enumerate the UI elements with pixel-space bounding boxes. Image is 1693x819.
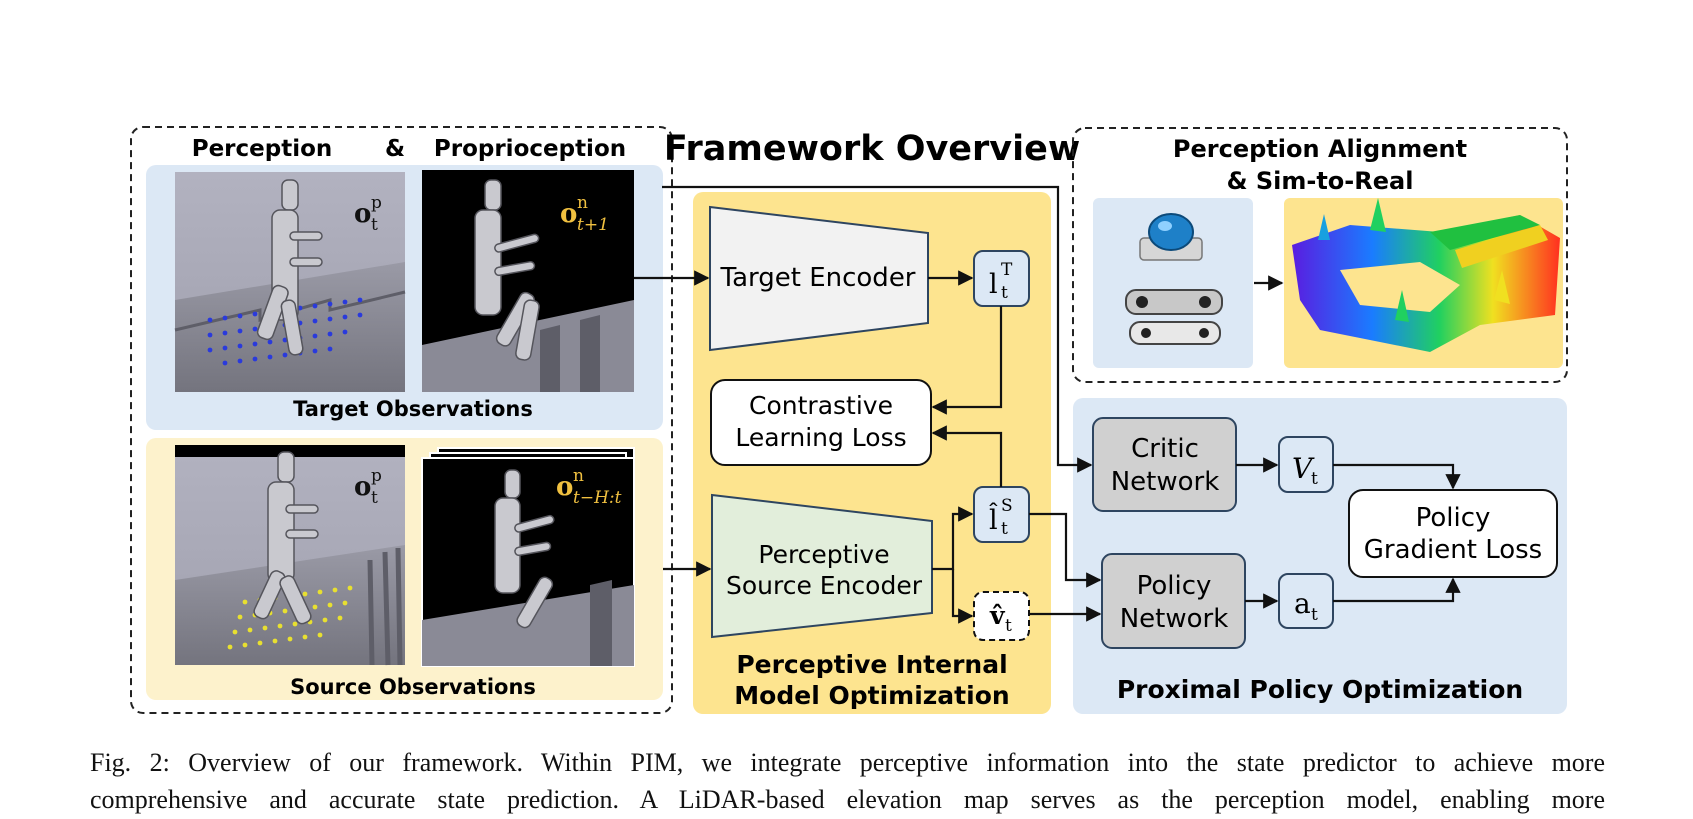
perception-label: Perception (192, 136, 333, 162)
figure-caption: Fig. 2: Overview of our framework. Withi… (90, 744, 1605, 818)
caption-line-2: comprehensive and accurate state predict… (90, 785, 1605, 814)
critic-network-label-2: Network (1111, 467, 1220, 497)
action-symbol: a t (1294, 587, 1318, 625)
policy-gradient-loss-label-2: Gradient Loss (1364, 535, 1542, 565)
page-title: Framework Overview (664, 129, 1080, 169)
svg-text:o: o (560, 199, 577, 229)
arrow-encoder-to-source-latent (932, 506, 974, 571)
depth-camera-icon (1125, 289, 1223, 345)
critic-network-node (1092, 417, 1237, 512)
svg-text:n: n (573, 466, 584, 486)
lidar-sensor-icon (1139, 213, 1203, 261)
target-exteroceptive-symbol: o n t+1 (560, 193, 609, 235)
source-encoder-node (711, 493, 933, 639)
svg-text:t: t (1311, 605, 1318, 625)
contrastive-loss-label-1: Contrastive (749, 391, 893, 420)
target-exteroceptive-image (422, 170, 634, 392)
arrow-source-latent-to-contrastive (931, 425, 1003, 487)
policy-network-label-1: Policy (1137, 571, 1212, 601)
svg-text:t+1: t+1 (577, 215, 609, 235)
svg-text:t: t (1311, 469, 1318, 489)
svg-text:T: T (1001, 260, 1013, 280)
source-history-symbol: o n t−H:t (556, 466, 622, 508)
svg-text:v̂: v̂ (989, 601, 1006, 630)
ppo-label: Proximal Policy Optimization (1117, 675, 1523, 704)
velocity-estimate-symbol: v̂ t (989, 601, 1012, 636)
amp-label: & (385, 136, 405, 162)
svg-text:t: t (1005, 616, 1012, 636)
arrow-target-latent-to-contrastive (931, 306, 1003, 415)
elevation-map-image (1292, 198, 1560, 352)
arrow-value-to-loss (1333, 463, 1461, 490)
contrastive-loss-node (710, 379, 932, 466)
framework-diagram: Perception & Proprioception o p t (130, 126, 1568, 714)
svg-text:t: t (1001, 283, 1008, 303)
arrow-encoder-to-velocity (951, 569, 974, 624)
source-encoder-label-2: Source Encoder (726, 571, 923, 600)
alignment-title-1: Perception Alignment (1173, 135, 1467, 163)
svg-text:n: n (577, 193, 588, 213)
source-encoder-label-1: Perceptive (758, 540, 889, 569)
svg-text:p: p (371, 466, 382, 486)
svg-text:t: t (1001, 519, 1008, 539)
contrastive-loss-label-2: Learning Loss (735, 423, 906, 452)
pim-label-1: Perceptive Internal (736, 650, 1007, 679)
connection-arrows (634, 185, 1461, 624)
source-proprio-image (175, 445, 405, 666)
svg-text:p: p (371, 193, 382, 213)
svg-text:V: V (1292, 452, 1315, 485)
arrow-action-to-loss (1333, 577, 1461, 603)
source-history-image-stack (421, 447, 635, 667)
proprioception-label: Proprioception (434, 136, 626, 162)
policy-network-label-2: Network (1120, 604, 1229, 634)
svg-text:o: o (556, 472, 573, 502)
perception-group-border (130, 126, 673, 714)
svg-text:t: t (371, 488, 378, 508)
arrow-target-obs-to-critic (662, 185, 1093, 473)
source-latent-symbol: l̂ S t (989, 496, 1013, 539)
target-proprio-symbol: o p t (354, 193, 382, 235)
svg-text:l: l (989, 269, 998, 300)
velocity-estimate-node (973, 591, 1030, 641)
svg-text:o: o (354, 472, 371, 502)
svg-text:a: a (1294, 587, 1311, 620)
target-proprio-image (174, 172, 406, 392)
caption-line-1: Fig. 2: Overview of our framework. Withi… (90, 748, 1605, 777)
alignment-group-border (1072, 127, 1568, 383)
policy-gradient-loss-label-1: Policy (1416, 503, 1491, 533)
svg-text:t: t (371, 215, 378, 235)
svg-text:l̂: l̂ (989, 502, 998, 536)
target-latent-symbol: l T t (989, 260, 1013, 303)
source-proprio-symbol: o p t (354, 466, 382, 508)
policy-gradient-loss-node (1348, 489, 1558, 578)
target-encoder-node (709, 205, 929, 352)
svg-text:S: S (1001, 496, 1013, 516)
arrow-source-latent-to-policy (1029, 512, 1102, 588)
critic-network-label-1: Critic (1131, 434, 1199, 464)
source-observations-label: Source Observations (290, 675, 536, 699)
target-encoder-label: Target Encoder (720, 263, 916, 293)
pim-label-2: Model Optimization (734, 681, 1009, 710)
target-observations-label: Target Observations (293, 397, 533, 421)
svg-text:o: o (354, 199, 371, 229)
value-symbol: V t (1292, 452, 1318, 489)
alignment-title-2: & Sim-to-Real (1227, 167, 1414, 195)
svg-text:t−H:t: t−H:t (573, 488, 622, 508)
